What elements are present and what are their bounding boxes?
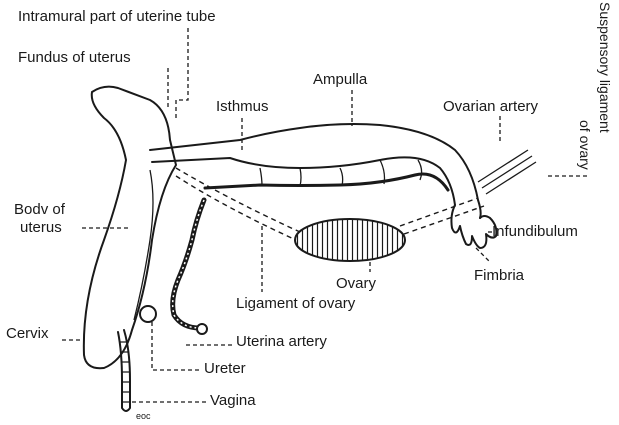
label-ovarian-artery: Ovarian artery (443, 99, 538, 114)
fimbriae (451, 205, 496, 248)
label-suspensory-2: of ovary (578, 120, 592, 170)
artist-signature: eoc (136, 412, 151, 421)
label-ligament-of-ovary: Ligament of ovary (236, 296, 355, 311)
ovary-shape (295, 219, 405, 261)
suspensory-ligament-lines (478, 150, 536, 194)
label-suspensory-1: Suspensory ligament (598, 2, 612, 133)
leader-intramural (176, 28, 188, 120)
uterine-tube-lower (152, 157, 455, 205)
label-ovary: Ovary (336, 276, 376, 291)
tube-lumen (205, 174, 448, 190)
label-ampulla: Ampulla (313, 72, 367, 87)
label-infundibulum: Infundibulum (492, 224, 578, 239)
label-fundus: Fundus of uterus (18, 50, 131, 65)
label-fimbria: Fimbria (474, 268, 524, 283)
uterine-tube-upper (150, 124, 481, 218)
label-intramural: Intramural part of uterine tube (18, 9, 216, 24)
label-body-1: Bodv of (14, 202, 65, 217)
label-cervix: Cervix (6, 326, 49, 341)
label-isthmus: Isthmus (216, 99, 269, 114)
label-uterine-artery: Uterina artery (236, 334, 327, 349)
mesosalpinx-folds (260, 160, 422, 186)
label-vagina: Vagina (210, 393, 256, 408)
label-body-2: uterus (20, 220, 62, 235)
uterine-artery-end (197, 324, 207, 334)
leader-fimbria (476, 248, 490, 262)
ureter-circle (140, 306, 156, 322)
label-ureter: Ureter (204, 361, 246, 376)
uterine-artery-vessel (173, 200, 204, 328)
uterus-cavity (134, 170, 153, 320)
